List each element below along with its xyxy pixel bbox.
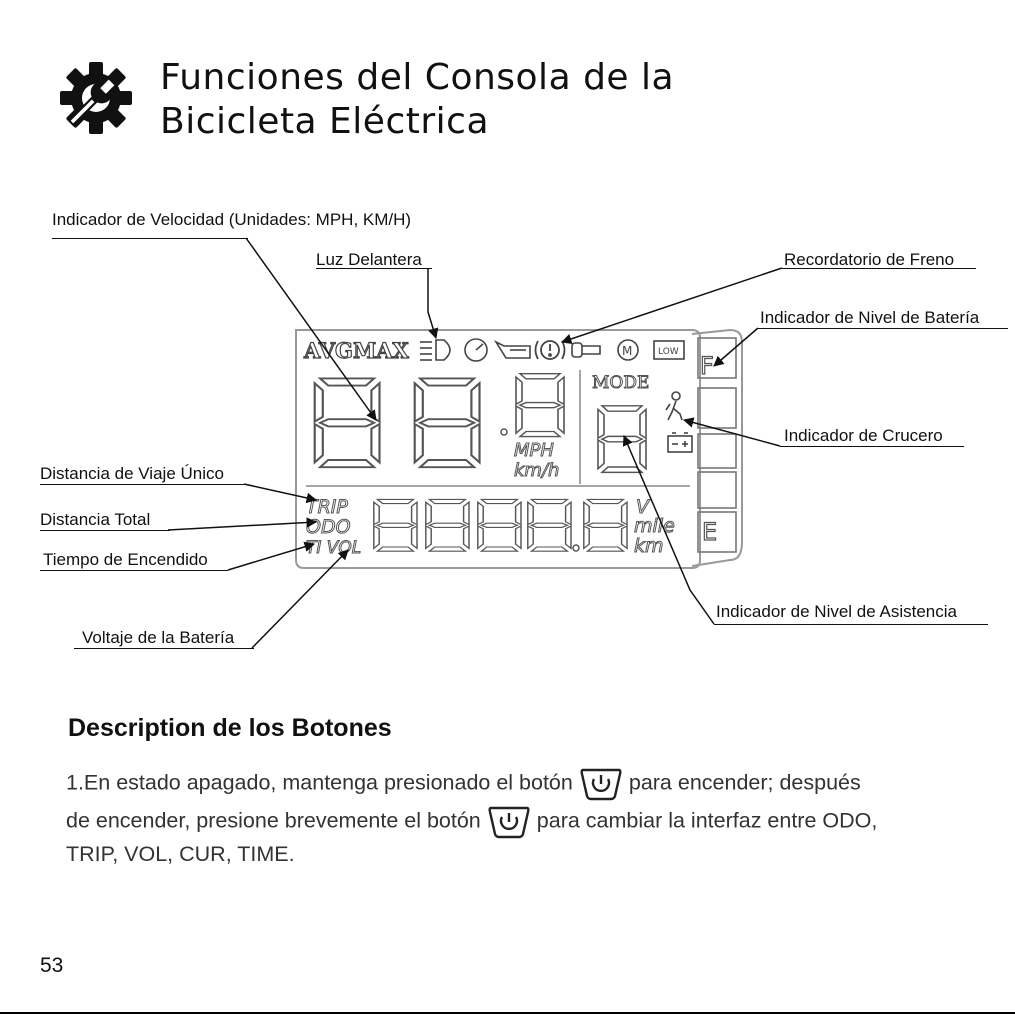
tivol-text: TI VOL [306, 538, 361, 558]
km-text: km [634, 535, 664, 557]
avgmax-text: AVGMAX [303, 338, 410, 363]
label-trip-distance: Distancia de Viaje Único [40, 464, 224, 483]
battery-full-text: F [700, 352, 714, 380]
paragraph-line2: de encender, presione brevemente el botó… [66, 804, 877, 840]
low-battery-icon: LOW [653, 340, 685, 360]
paragraph-line3: TRIP, VOL, CUR, TIME. [66, 842, 295, 866]
label-battery-voltage: Voltaje de la Batería [82, 628, 235, 647]
power-button-icon [488, 806, 530, 839]
para-text: 1.En estado apagado, mantenga presionado… [66, 770, 573, 795]
paragraph-line1: 1.En estado apagado, mantenga presionado… [66, 766, 861, 802]
svg-text:LOW: LOW [658, 347, 679, 357]
power-button-icon [580, 768, 622, 801]
odo-text: ODO [306, 516, 351, 538]
label-assist-level: Indicador de Nivel de Asistencia [716, 602, 957, 621]
battery-bar-3 [697, 433, 737, 469]
throttle-icon [571, 342, 601, 358]
walk-assist-icon [665, 391, 683, 421]
battery-icon [667, 432, 693, 453]
battery-bar-frame [691, 328, 743, 567]
section-heading: Description de los Botones [68, 714, 392, 742]
kmh-text: km/h [514, 460, 559, 481]
label-speed-indicator: Indicador de Velocidad (Unidades: MPH, K… [52, 210, 412, 229]
headlight-icon [420, 339, 451, 361]
para-text: de encender, presione brevemente el botó… [66, 808, 481, 833]
para-text: para cambiar la interfaz entre ODO, [536, 808, 878, 833]
speedometer-icon [464, 338, 488, 362]
battery-bar-1 [697, 337, 737, 379]
v-text: V [636, 496, 651, 518]
mph-text: MPH [514, 440, 554, 461]
page-title-line2: Bicicleta Eléctrica [160, 101, 490, 142]
label-headlight: Luz Delantera [316, 250, 422, 269]
label-cruise: Indicador de Crucero [784, 426, 943, 445]
svg-text:M: M [622, 344, 632, 358]
motor-icon [493, 340, 531, 359]
label-total-distance: Distancia Total [40, 510, 151, 529]
label-power-on-time: Tiempo de Encendido [43, 550, 208, 569]
label-battery-level: Indicador de Nivel de Batería [760, 308, 980, 327]
mode-text: MODE [592, 373, 649, 393]
battery-bar-2 [697, 387, 737, 429]
para-text: para encender; después [628, 770, 861, 795]
label-brake-reminder: Recordatorio de Freno [784, 250, 955, 269]
battery-bar-5 [697, 511, 737, 553]
gear-wrench-icon [60, 62, 132, 134]
bottom-rule [0, 1012, 1015, 1014]
m-mode-icon: M [617, 339, 639, 361]
mile-text: mile [634, 515, 675, 537]
battery-bar-4 [697, 471, 737, 509]
page-title-line1: Funciones del Consola de la [160, 57, 675, 98]
lcd-diagram: AVGMAX M LOW MPH km/h MODE [167, 237, 783, 649]
page-number: 53 [40, 954, 64, 977]
battery-empty-text: E [702, 518, 717, 546]
